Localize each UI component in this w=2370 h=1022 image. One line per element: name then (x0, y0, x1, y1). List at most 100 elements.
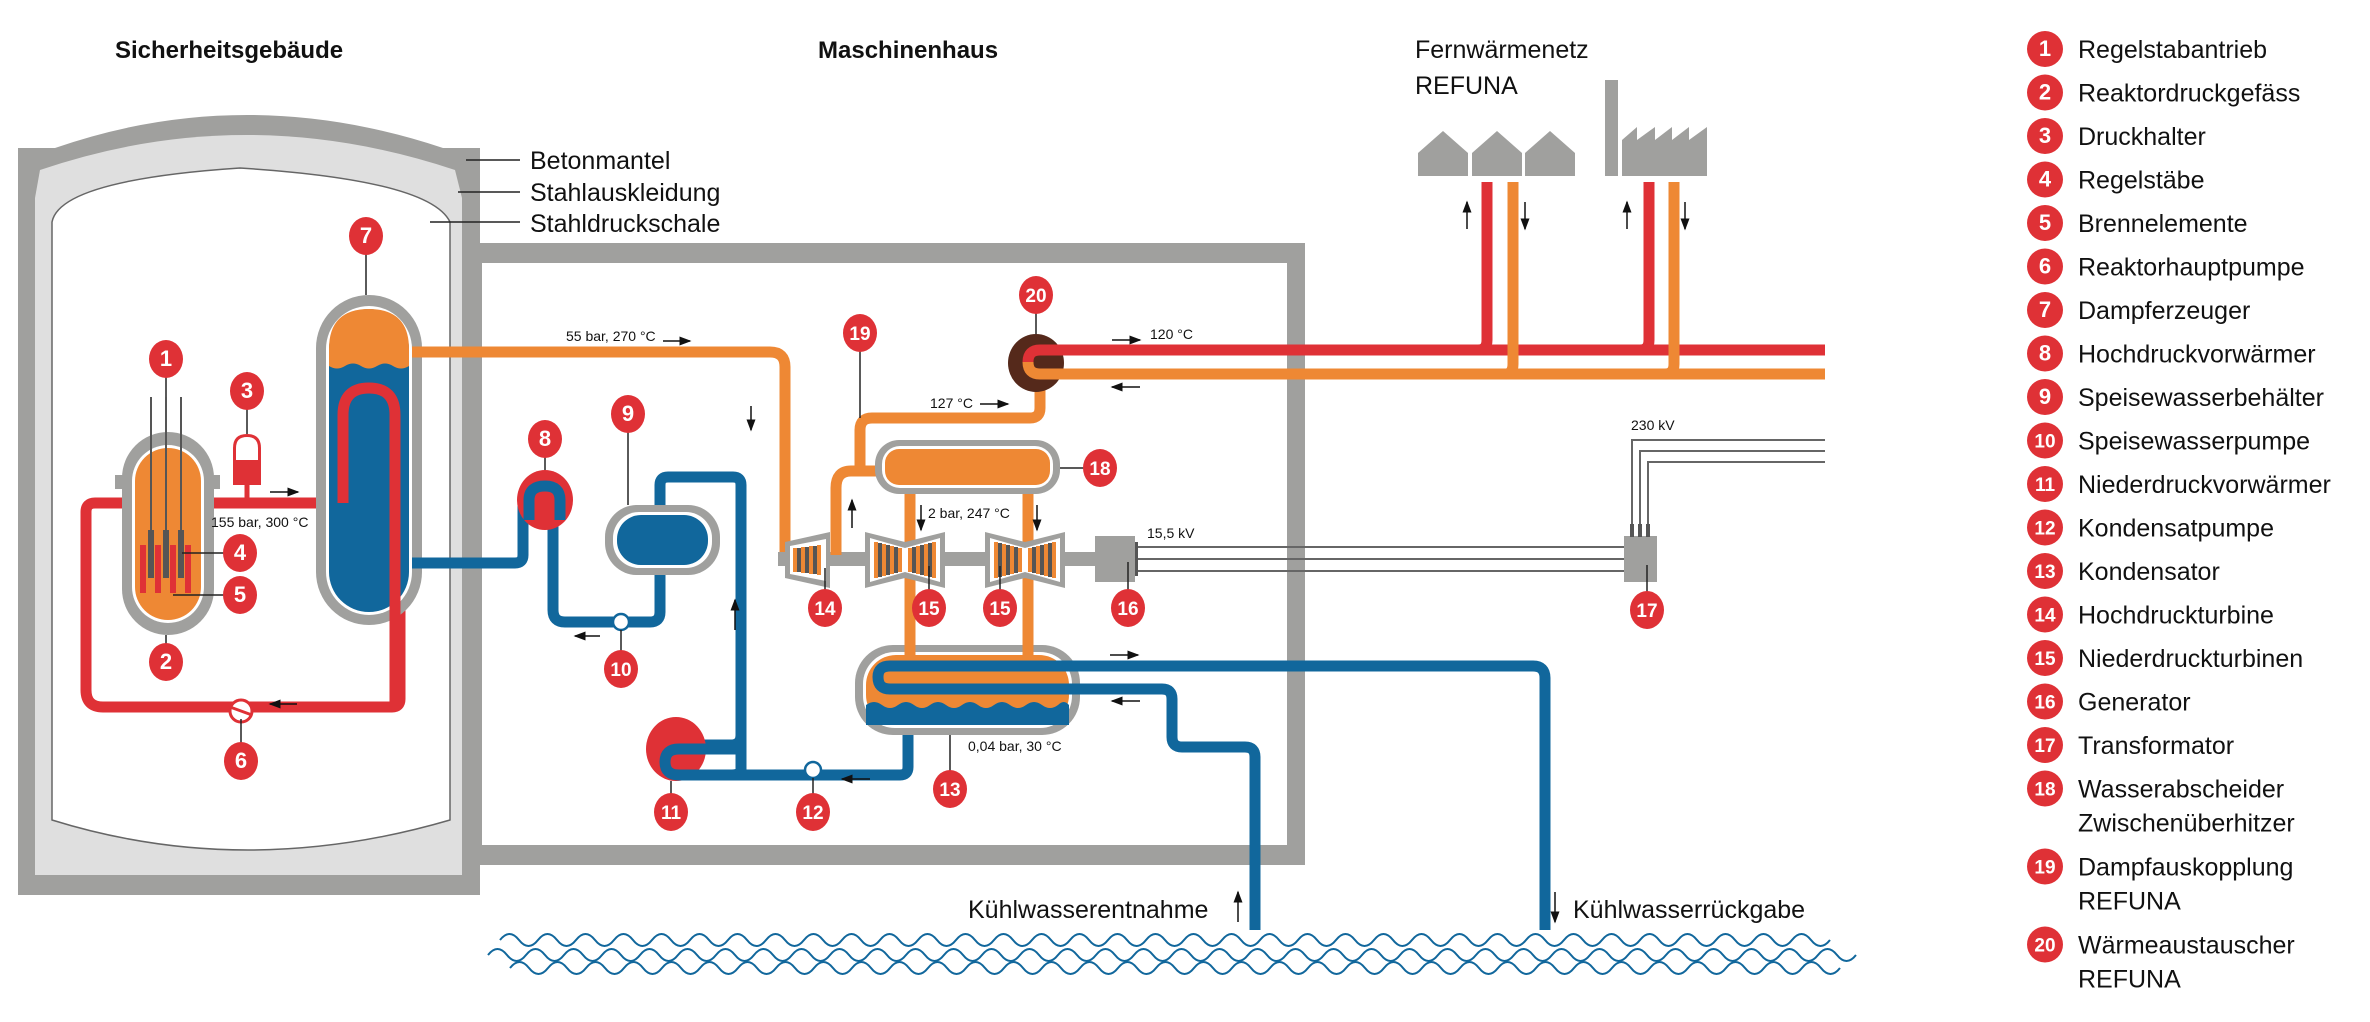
containment-layer-callouts: Betonmantel Stahlauskleidung Stahldrucks… (430, 147, 720, 238)
hp-preheater (517, 470, 573, 530)
svg-text:13: 13 (2034, 562, 2055, 583)
lp-turbine-2 (985, 532, 1065, 588)
svg-text:15: 15 (2034, 649, 2056, 670)
svg-text:12: 12 (802, 803, 823, 824)
badge-7: 7 (349, 217, 383, 295)
steam-generator (316, 295, 422, 707)
svg-text:16: 16 (2034, 693, 2055, 714)
badge-13: 13 (933, 735, 967, 808)
legend-badge (2027, 422, 2063, 459)
legend-badge (2027, 553, 2063, 589)
reactor-pressure-vessel (115, 397, 220, 635)
legend-label-line2: REFUNA (2078, 966, 2181, 994)
legend-badge (2027, 683, 2063, 720)
legend-badge (2027, 727, 2063, 763)
generator (1095, 536, 1138, 582)
svg-text:5: 5 (234, 582, 246, 607)
badge-2: 2 (149, 635, 183, 681)
svg-text:18: 18 (2034, 780, 2055, 801)
legend-badge (2027, 74, 2063, 111)
generator-output-lines (1138, 546, 1624, 572)
svg-text:3: 3 (2039, 123, 2051, 148)
svg-text:16: 16 (1117, 599, 1138, 620)
heating-supply-riser-houses (1477, 182, 1493, 356)
svg-text:14: 14 (2034, 606, 2056, 627)
badge-1: 1 (149, 340, 183, 397)
svg-text:6: 6 (2039, 254, 2051, 279)
cooling-intake-label: Kühlwasserentnahme (968, 896, 1208, 924)
legend-label: Wärmeaustauscher (2078, 932, 2295, 960)
legend-label: Niederdruckturbinen (2078, 645, 2303, 673)
badge-14: 14 (808, 568, 842, 627)
legend-label: Generator (2078, 689, 2191, 717)
legend-label: Kondensatpumpe (2078, 515, 2274, 543)
legend-badge (2027, 335, 2063, 372)
legend-badge (2027, 509, 2063, 546)
hp-turbine (785, 532, 830, 588)
legend-label: Dampfauskopplung (2078, 854, 2293, 882)
svg-text:5: 5 (2039, 210, 2051, 235)
legend-label: Wasserabscheider (2078, 776, 2284, 804)
badge-6: 6 (224, 719, 258, 780)
badge-11: 11 (654, 781, 688, 831)
legend-label-line2: REFUNA (2078, 888, 2181, 916)
heating-return-riser-industry (1664, 182, 1680, 380)
label-stahldruckschale: Stahldruckschale (530, 210, 720, 238)
legend-label: Reaktorhauptpumpe (2078, 254, 2305, 282)
svg-text:10: 10 (610, 660, 631, 681)
svg-text:7: 7 (360, 223, 372, 248)
legend-item: 16 Generator (2027, 683, 2191, 720)
svg-text:20: 20 (1025, 286, 1046, 307)
svg-text:14: 14 (814, 599, 836, 620)
legend-label: Speisewasserpumpe (2078, 428, 2310, 456)
river-waves (487, 933, 1857, 975)
heating-supply-temp-label: 120 °C (1150, 326, 1193, 342)
machine-house-title: Maschinenhaus (818, 37, 998, 64)
svg-text:11: 11 (661, 803, 682, 824)
live-steam-pipe (412, 346, 791, 562)
svg-text:19: 19 (2034, 858, 2055, 879)
feedwater-pump (611, 612, 631, 632)
legend-item: 6 Reaktorhauptpumpe (2027, 248, 2305, 285)
legend-label: Regelstäbe (2078, 167, 2204, 195)
legend-item: 10 Speisewasserpumpe (2027, 422, 2310, 459)
wave-line (487, 948, 1857, 962)
legend-item: 5 Brennelemente (2027, 205, 2248, 241)
badge-9: 9 (611, 395, 645, 505)
heating-return-riser-houses (1504, 182, 1519, 380)
feedwater-tank (605, 505, 720, 575)
extraction-temp-label: 127 °C (930, 395, 973, 411)
legend-item: 15 Niederdruckturbinen (2027, 640, 2303, 676)
badge-5: 5 (173, 576, 257, 614)
lp-turbine-1 (865, 532, 945, 588)
district-heating-title: Fernwärmenetz (1415, 36, 1589, 64)
svg-text:10: 10 (2034, 432, 2055, 453)
legend-badge (2027, 379, 2063, 415)
steam-extraction-pipe (854, 375, 1046, 471)
heat-exchanger-refuna (1008, 334, 1825, 392)
badge-17: 17 (1630, 565, 1664, 629)
badge-16: 16 (1111, 562, 1145, 627)
svg-text:7: 7 (2039, 297, 2051, 322)
svg-text:4: 4 (234, 540, 247, 565)
svg-text:19: 19 (849, 324, 870, 345)
svg-text:2: 2 (160, 649, 172, 674)
svg-text:11: 11 (2035, 475, 2056, 496)
legend-label: Reaktordruckgefäss (2078, 80, 2300, 108)
svg-text:20: 20 (2034, 936, 2055, 957)
legend-badge (2027, 640, 2063, 676)
legend-label: Brennelemente (2078, 210, 2248, 238)
